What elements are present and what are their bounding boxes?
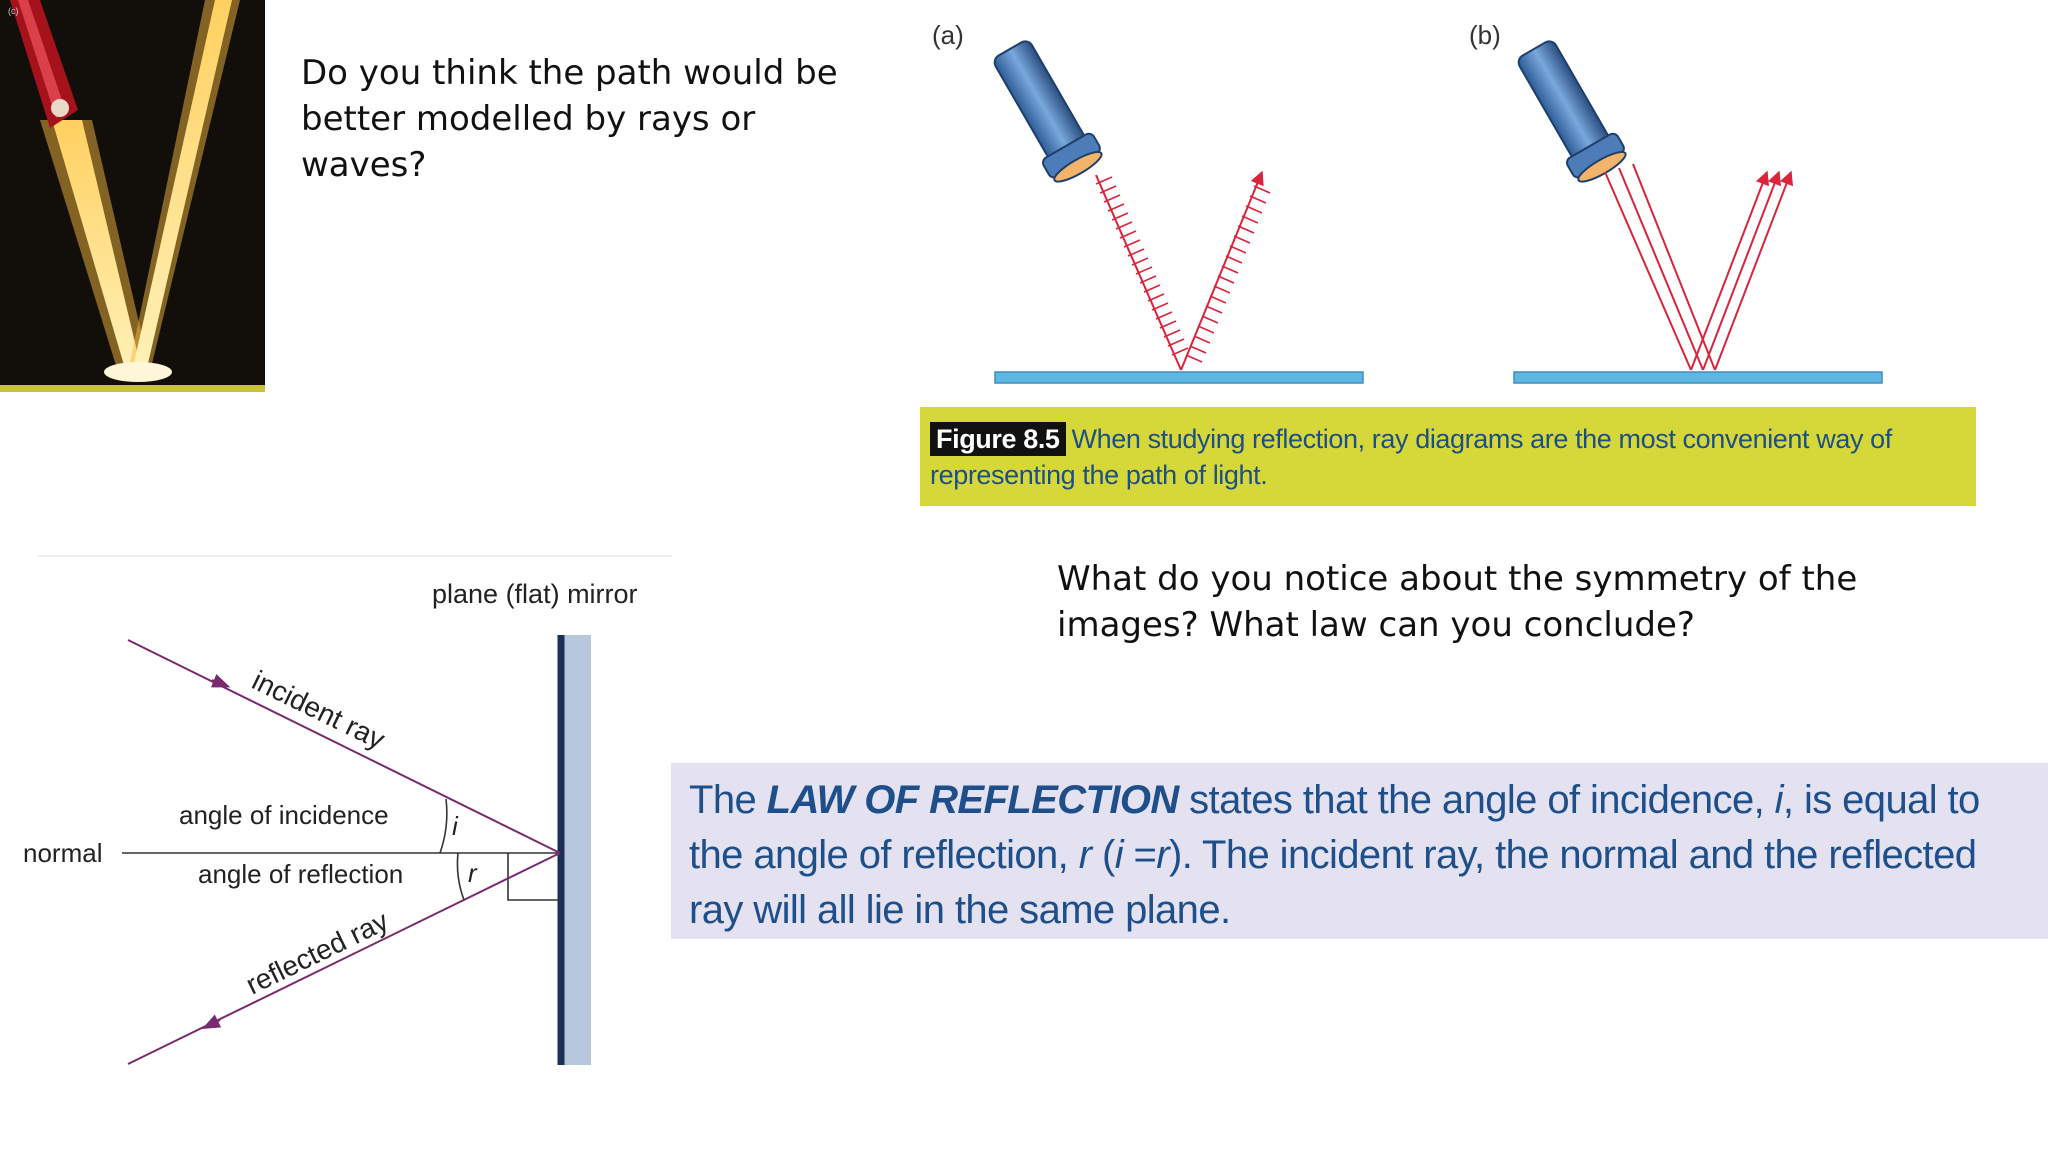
- law-equation-r: r: [1156, 833, 1169, 877]
- mirror-a: [994, 371, 1364, 384]
- normal-label: normal: [23, 838, 102, 868]
- law-text-1: The: [689, 778, 767, 822]
- reflected-arrow-icon: [201, 1014, 222, 1030]
- law-equation-i: i: [1114, 833, 1124, 877]
- figure-caption-text: When studying reflection, ray diagrams a…: [930, 424, 1892, 490]
- angle-incidence-label: angle of incidence: [179, 800, 389, 830]
- angle-reflection-label: angle of reflection: [198, 859, 403, 889]
- angle-incidence-arc: [439, 798, 448, 854]
- law-of-reflection-statement: The LAW OF REFLECTION states that the an…: [689, 773, 2039, 938]
- law-equation-equals: =: [1122, 833, 1157, 877]
- incident-ray: [127, 639, 561, 854]
- law-text-3: , is equal to the angle of reflection,: [689, 778, 1980, 877]
- angle-i-symbol: i: [452, 811, 459, 841]
- law-title: LAW OF REFLECTION: [766, 778, 1180, 822]
- figure-caption-label: Figure 8.5: [930, 422, 1066, 456]
- law-symbol-i: i: [1774, 778, 1784, 822]
- plane-mirror: [561, 635, 591, 1065]
- mirror-label: plane (flat) mirror: [432, 579, 638, 609]
- right-angle-mark: [507, 853, 561, 901]
- reflection-diagram-drawing: plane (flat) mirror incident ray reflect…: [23, 555, 672, 1065]
- law-text-2: states that the angle of incidence,: [1178, 778, 1775, 822]
- figure-8-5-drawing: (a) (b): [932, 20, 1883, 384]
- question-symmetry: What do you notice about the symmetry of…: [1057, 559, 1858, 645]
- panel-b: [1513, 40, 1883, 384]
- angle-r-symbol: r: [468, 858, 478, 888]
- reflected-ray: [127, 852, 561, 1065]
- question-rays-or-waves: Do you think the path would be better mo…: [301, 53, 838, 185]
- photo-corner-mark: (c): [8, 6, 19, 16]
- figure-8-5: (a) (b): [919, 0, 1979, 510]
- law-of-reflection-diagram: plane (flat) mirror incident ray reflect…: [20, 550, 680, 1070]
- incident-arrow-icon: [210, 673, 231, 688]
- law-of-reflection-box: The LAW OF REFLECTION states that the an…: [671, 763, 2048, 939]
- flashlight-reflection-image: (c): [0, 0, 265, 392]
- angle-reflection-arc: [456, 852, 465, 901]
- figure-label-b: (b): [1469, 20, 1501, 50]
- flashlight-photo: (c): [0, 0, 265, 392]
- torch-a-icon: [993, 40, 1103, 183]
- panel-a: [993, 40, 1364, 384]
- torch-b-icon: [1517, 40, 1627, 183]
- law-symbol-r: r: [1078, 833, 1092, 877]
- law-text-4: (: [1091, 833, 1115, 877]
- law-text-5: ). The incident ray, the normal and the …: [689, 833, 1977, 932]
- figure-label-a: (a): [932, 20, 964, 50]
- reflected-ray-label: reflected ray: [241, 905, 393, 1000]
- mirror-b: [1513, 371, 1883, 384]
